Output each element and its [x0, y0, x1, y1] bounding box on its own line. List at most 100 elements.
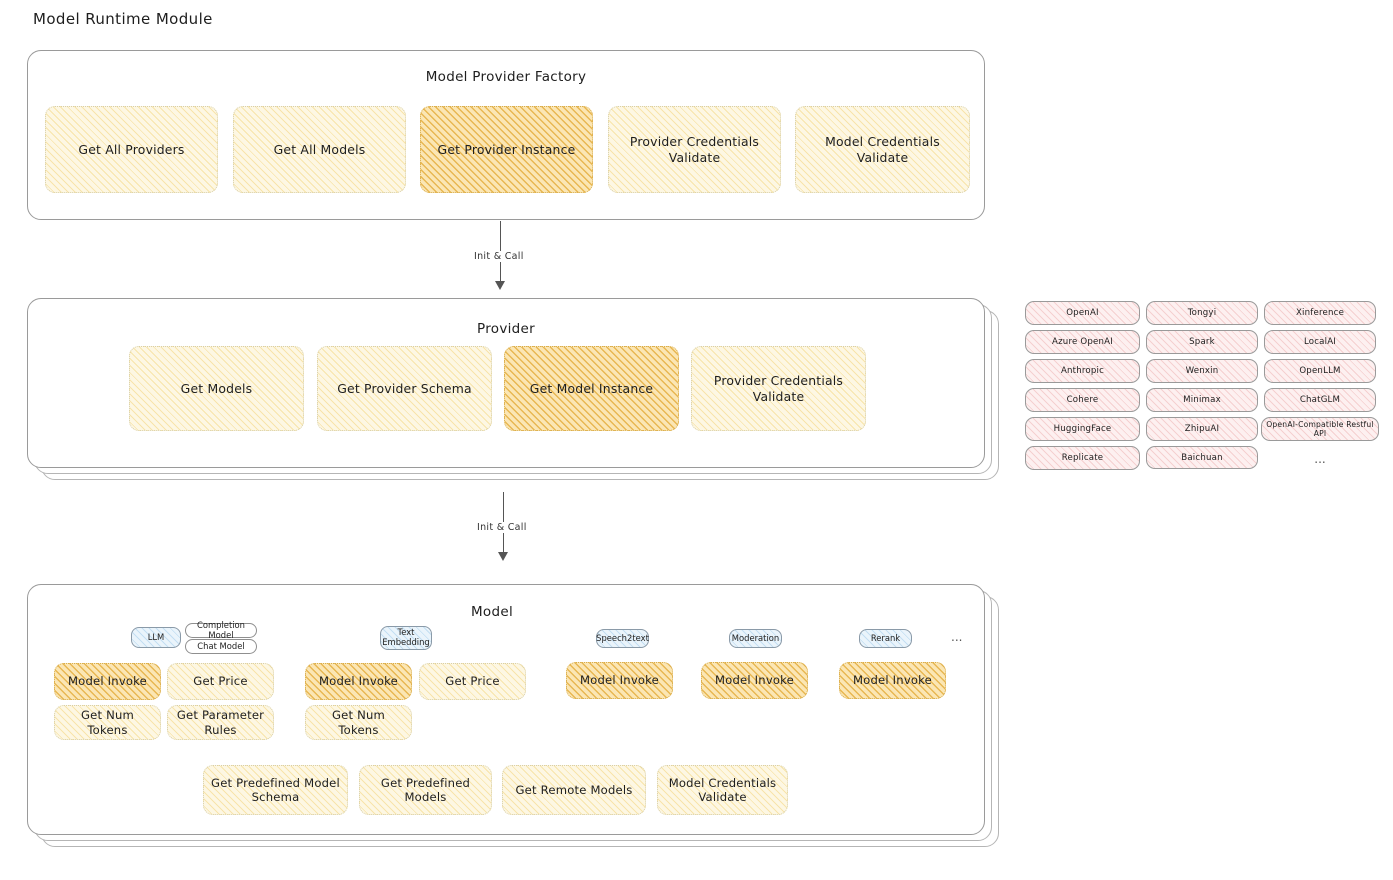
chip-label: OpenLLM: [1299, 366, 1341, 376]
model-badge-speech2text[interactable]: Speech2text: [596, 629, 649, 648]
badge-label: Text Embedding: [382, 627, 430, 647]
model-badge-chat-model[interactable]: Chat Model: [185, 639, 257, 654]
model-node-rerank-model-invoke[interactable]: Model Invoke: [839, 662, 946, 699]
model-node-get-predefined-model-schema[interactable]: Get Predefined Model Schema: [203, 765, 348, 815]
provider-chip-huggingface[interactable]: HuggingFace: [1025, 417, 1140, 441]
node-label: Get Provider Instance: [437, 141, 576, 157]
arrow-provider-to-model-label: Init & Call: [473, 522, 531, 533]
model-node-text-embedding-model-invoke[interactable]: Model Invoke: [305, 663, 412, 700]
chip-label: OpenAI: [1066, 308, 1099, 318]
node-label: Provider Credentials Validate: [713, 373, 844, 404]
badge-label: Rerank: [870, 632, 901, 643]
chip-label: Minimax: [1183, 395, 1221, 405]
model-node-llm-get-parameter-rules[interactable]: Get Parameter Rules: [167, 705, 274, 740]
model-node-moderation-model-invoke[interactable]: Model Invoke: [701, 662, 808, 699]
node-label: Get Provider Schema: [337, 380, 472, 396]
chip-label: HuggingFace: [1053, 424, 1112, 434]
chip-label: OpenAI-Compatible Restful API: [1266, 420, 1374, 438]
node-label: Get Num Tokens: [80, 708, 135, 737]
model-node-text-embedding-get-price[interactable]: Get Price: [419, 663, 526, 700]
provider-title: Provider: [477, 321, 535, 337]
provider-chip-tongyi[interactable]: Tongyi: [1146, 301, 1258, 325]
model-node-llm-get-price[interactable]: Get Price: [167, 663, 274, 700]
provider-chip-azure-openai[interactable]: Azure OpenAI: [1025, 330, 1140, 354]
model-badge-text-embedding[interactable]: Text Embedding: [380, 626, 432, 650]
node-label: Model Invoke: [579, 673, 660, 688]
model-node-get-predefined-models[interactable]: Get Predefined Models: [359, 765, 492, 815]
provider-node-provider-credentials-validate[interactable]: Provider Credentials Validate: [691, 346, 866, 431]
provider-node-get-model-instance[interactable]: Get Model Instance: [504, 346, 679, 431]
node-label: Model Invoke: [67, 674, 148, 689]
provider-node-get-models[interactable]: Get Models: [129, 346, 304, 431]
node-label: Get Parameter Rules: [176, 708, 265, 737]
model-node-llm-get-num-tokens[interactable]: Get Num Tokens: [54, 705, 161, 740]
chip-label: Tongyi: [1187, 308, 1217, 318]
provider-chip-spark[interactable]: Spark: [1146, 330, 1258, 354]
node-label: Get All Models: [273, 141, 366, 157]
chip-label: Wenxin: [1185, 366, 1219, 376]
model-groups-ellipsis: ...: [951, 630, 963, 644]
model-node-llm-model-invoke[interactable]: Model Invoke: [54, 663, 161, 700]
chip-label: Cohere: [1066, 395, 1099, 405]
factory-node-get-all-models[interactable]: Get All Models: [233, 106, 406, 193]
model-node-speech2text-model-invoke[interactable]: Model Invoke: [566, 662, 673, 699]
provider-chip-openai-compatible-restful-api[interactable]: OpenAI-Compatible Restful API: [1261, 417, 1379, 441]
model-node-model-credentials-validate[interactable]: Model Credentials Validate: [657, 765, 788, 815]
node-label: Model Credentials Validate: [668, 775, 777, 804]
provider-chip-baichuan[interactable]: Baichuan: [1146, 446, 1258, 469]
chip-label: ChatGLM: [1299, 395, 1341, 405]
provider-chip-localai[interactable]: LocalAI: [1264, 330, 1376, 354]
chip-label: Xinference: [1295, 308, 1345, 318]
node-label: Model Invoke: [318, 674, 399, 689]
provider-chip-minimax[interactable]: Minimax: [1146, 388, 1258, 412]
provider-chip-openllm[interactable]: OpenLLM: [1264, 359, 1376, 383]
provider-chip-chatglm[interactable]: ChatGLM: [1264, 388, 1376, 412]
arrow-provider-to-model-head: [498, 552, 508, 561]
model-title: Model: [470, 604, 514, 620]
badge-label: Completion Model: [197, 619, 245, 640]
node-label: Model Credentials Validate: [825, 134, 940, 165]
badge-label: Speech2text: [596, 632, 649, 643]
badge-label: Chat Model: [197, 640, 245, 651]
node-label: Get Predefined Model Schema: [211, 775, 340, 804]
chip-label: Replicate: [1061, 453, 1104, 463]
factory-node-model-credentials-validate[interactable]: Model Credentials Validate: [795, 106, 970, 193]
node-label: Get Num Tokens: [331, 708, 386, 737]
provider-node-get-provider-schema[interactable]: Get Provider Schema: [317, 346, 492, 431]
provider-chip-openai[interactable]: OpenAI: [1025, 301, 1140, 325]
node-label: Get Price: [193, 674, 248, 689]
model-node-text-embedding-get-num-tokens[interactable]: Get Num Tokens: [305, 705, 412, 740]
factory-node-get-all-providers[interactable]: Get All Providers: [45, 106, 218, 193]
node-label: Get Model Instance: [529, 380, 654, 396]
chip-label: Anthropic: [1060, 366, 1105, 376]
factory-node-provider-credentials-validate[interactable]: Provider Credentials Validate: [608, 106, 781, 193]
provider-chip-cohere[interactable]: Cohere: [1025, 388, 1140, 412]
arrow-factory-to-provider-label: Init & Call: [470, 251, 528, 262]
model-badge-rerank[interactable]: Rerank: [859, 629, 912, 648]
factory-node-get-provider-instance[interactable]: Get Provider Instance: [420, 106, 593, 193]
provider-list-ellipsis: ...: [1314, 452, 1326, 466]
model-badge-moderation[interactable]: Moderation: [729, 629, 782, 648]
chip-label: Spark: [1189, 337, 1215, 347]
node-label: Get All Providers: [78, 141, 185, 157]
node-label: Model Invoke: [714, 673, 795, 688]
model-provider-factory-title: Model Provider Factory: [425, 69, 587, 85]
provider-chip-zhipuai[interactable]: ZhipuAI: [1146, 417, 1258, 441]
page-title: Model Runtime Module: [33, 10, 213, 28]
arrow-factory-to-provider-head: [495, 281, 505, 290]
model-badge-llm[interactable]: LLM: [131, 627, 181, 648]
provider-chip-anthropic[interactable]: Anthropic: [1025, 359, 1140, 383]
provider-chip-xinference[interactable]: Xinference: [1264, 301, 1376, 325]
badge-label: Moderation: [731, 632, 780, 643]
node-label: Get Price: [445, 674, 500, 689]
chip-label: LocalAI: [1303, 337, 1337, 347]
chip-label: Baichuan: [1181, 452, 1223, 463]
model-node-get-remote-models[interactable]: Get Remote Models: [502, 765, 646, 815]
provider-chip-wenxin[interactable]: Wenxin: [1146, 359, 1258, 383]
provider-chip-replicate[interactable]: Replicate: [1025, 446, 1140, 470]
node-label: Get Models: [180, 380, 253, 396]
model-badge-completion-model[interactable]: Completion Model: [185, 619, 257, 640]
node-label: Get Predefined Models: [380, 775, 471, 804]
node-label: Get Remote Models: [515, 782, 633, 797]
